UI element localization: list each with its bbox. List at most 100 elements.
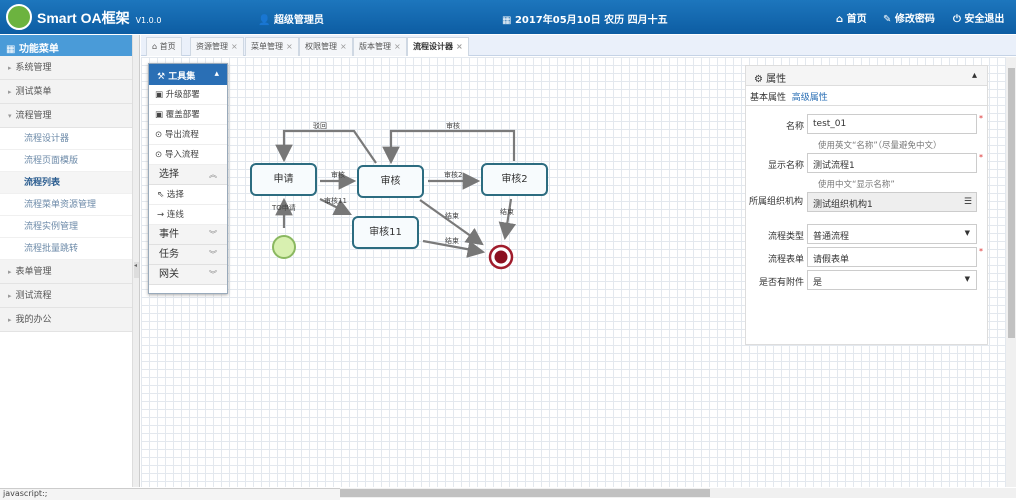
horizontal-scroll-thumb[interactable]	[337, 489, 710, 497]
change-password-label: 修改密码	[894, 14, 935, 25]
sidebar-sub-designer[interactable]: 流程设计器	[0, 128, 132, 150]
sidebar: ▦ 功能菜单 ▸系统管理 ▸测试菜单 ▾流程管理 流程设计器 流程页面模版 流程…	[0, 35, 133, 487]
close-icon[interactable]: ×	[394, 42, 401, 51]
group-gateways[interactable]: 网关︾	[149, 265, 227, 285]
group-events[interactable]: 事件︾	[149, 225, 227, 245]
properties-header[interactable]: ⚙ 属性▴	[746, 66, 987, 86]
tab-resources[interactable]: 资源管理×	[190, 37, 244, 56]
label-review11-end: 结束	[445, 236, 459, 245]
vertical-scroll-thumb[interactable]	[1008, 68, 1015, 338]
home-icon: ⌂	[152, 42, 158, 51]
name-input[interactable]: test_01	[807, 114, 977, 134]
close-icon[interactable]: ×	[340, 42, 347, 51]
node-review11[interactable]: 审核11	[352, 216, 419, 249]
sidebar-item-forms[interactable]: ▸表单管理	[0, 260, 132, 284]
tab-designer[interactable]: 流程设计器×	[407, 37, 469, 56]
label-start-apply: TO申请	[271, 203, 296, 212]
tab-permissions[interactable]: 权限管理×	[299, 37, 353, 56]
close-icon[interactable]: ×	[231, 42, 238, 51]
caret-right-icon: ▸	[8, 268, 12, 276]
sidebar-item-test-flow[interactable]: ▸测试流程	[0, 284, 132, 308]
app-header: Smart OA框架 V1.0.0 👤 超级管理员 ▦ 2017年05月10日 …	[0, 0, 1016, 34]
tool-connect[interactable]: → 连线	[149, 205, 227, 225]
name-help: 使用英文“名称”（尽量避免中文）	[818, 141, 942, 151]
list-icon[interactable]: ☰	[963, 197, 972, 207]
sidebar-sub-list[interactable]: 流程列表	[0, 172, 132, 194]
sidebar-item-my-office[interactable]: ▸我的办公	[0, 308, 132, 332]
sidebar-sub-batch-jump[interactable]: 流程批量跳转	[0, 238, 132, 260]
status-bar: javascript:;	[0, 488, 340, 500]
arrow-right-icon: →	[157, 210, 167, 220]
group-select[interactable]: 选择 ︽	[149, 165, 227, 185]
node-apply[interactable]: 申请	[250, 163, 317, 196]
action-label: 覆盖部署	[165, 110, 200, 120]
group-label: 选择	[159, 169, 179, 180]
label-review-back: 审核	[446, 121, 460, 130]
action-label: 升级部署	[165, 90, 200, 100]
sidebar-sub-templates[interactable]: 流程页面模版	[0, 150, 132, 172]
logout-link[interactable]: ⏻ 安全退出	[953, 10, 1004, 25]
home-link[interactable]: ⌂ 首页	[836, 10, 867, 25]
sidebar-item-system[interactable]: ▸系统管理	[0, 56, 132, 80]
group-tasks[interactable]: 任务︾	[149, 245, 227, 265]
tool-select[interactable]: ⇖ 选择	[149, 185, 227, 205]
tab-home[interactable]: ⌂ 首页	[146, 37, 182, 56]
tool-label: 连线	[166, 210, 184, 220]
tab-bar: ⌂ 首页 资源管理× 菜单管理× 权限管理× 版本管理× 流程设计器×	[141, 35, 1016, 56]
sidebar-item-test-menu[interactable]: ▸测试菜单	[0, 80, 132, 104]
attachment-select[interactable]: 是▼	[807, 270, 977, 290]
sidebar-sub-menu-resources[interactable]: 流程菜单资源管理	[0, 194, 132, 216]
org-input[interactable]: 测试组织机构1 ☰	[807, 192, 977, 212]
upgrade-deploy-button[interactable]: ▣ 升级部署	[149, 85, 227, 105]
sidebar-item-label: 我的办公	[15, 315, 52, 325]
edge-reject	[275, 129, 377, 164]
display-name-help: 使用中文“显示名称”	[818, 180, 895, 190]
required-mark: *	[979, 247, 983, 256]
display-name-label: 显示名称	[767, 161, 804, 171]
current-user: 👤 超级管理员	[258, 11, 324, 26]
chevron-up-icon: ︽	[209, 170, 217, 179]
tab-versions[interactable]: 版本管理×	[353, 37, 407, 56]
tab-label: 权限管理	[305, 42, 337, 51]
caret-right-icon: ▸	[8, 64, 12, 72]
label-apply-review11: 审核11	[324, 196, 347, 205]
edge-review11-end	[422, 239, 486, 258]
attachment-value: 是	[813, 278, 823, 288]
display-name-input[interactable]: 测试流程1	[807, 153, 977, 173]
circle-arrow-icon: ⊙	[155, 130, 165, 140]
sidebar-item-label: 表单管理	[15, 267, 52, 277]
tab-label: 首页	[159, 42, 176, 51]
group-label: 网关	[159, 269, 179, 280]
tab-basic[interactable]: 基本属性	[750, 93, 787, 103]
tab-menus[interactable]: 菜单管理×	[245, 37, 299, 56]
save-icon: ▣	[155, 110, 166, 120]
caret-right-icon: ▸	[8, 292, 12, 300]
action-label: 导出流程	[164, 130, 199, 140]
collapse-sidebar-icon[interactable]: ◂	[134, 262, 139, 278]
org-value: 测试组织机构1	[813, 200, 873, 210]
edit-icon: ✎	[883, 14, 895, 25]
close-icon[interactable]: ×	[286, 42, 293, 51]
toolbox-header[interactable]: ⚒ 工具集▴	[149, 64, 227, 85]
form-input[interactable]: 请假表单	[807, 247, 977, 267]
overwrite-deploy-button[interactable]: ▣ 覆盖部署	[149, 105, 227, 125]
export-flow-button[interactable]: ⊙ 导出流程	[149, 125, 227, 145]
node-review2[interactable]: 审核2	[481, 163, 548, 196]
import-flow-button[interactable]: ⊙ 导入流程	[149, 145, 227, 165]
close-icon[interactable]: ×	[456, 42, 463, 51]
collapse-up-icon[interactable]: ▴	[971, 70, 977, 81]
brand-title: Smart OA框架	[37, 10, 130, 26]
edge-review-back	[382, 129, 516, 165]
edge-apply-review11	[319, 198, 352, 215]
node-review[interactable]: 审核	[357, 165, 424, 198]
sidebar-splitter[interactable]	[133, 35, 140, 487]
type-select[interactable]: 普通流程▼	[807, 224, 977, 244]
change-password-link[interactable]: ✎ 修改密码	[883, 10, 935, 25]
collapse-up-icon[interactable]: ▴	[214, 69, 219, 79]
sidebar-sub-instances[interactable]: 流程实例管理	[0, 216, 132, 238]
tab-advanced[interactable]: 高级属性	[791, 93, 828, 103]
sidebar-item-workflow[interactable]: ▾流程管理	[0, 104, 132, 128]
chevron-down-icon: ︾	[209, 230, 217, 239]
required-mark: *	[979, 153, 983, 162]
